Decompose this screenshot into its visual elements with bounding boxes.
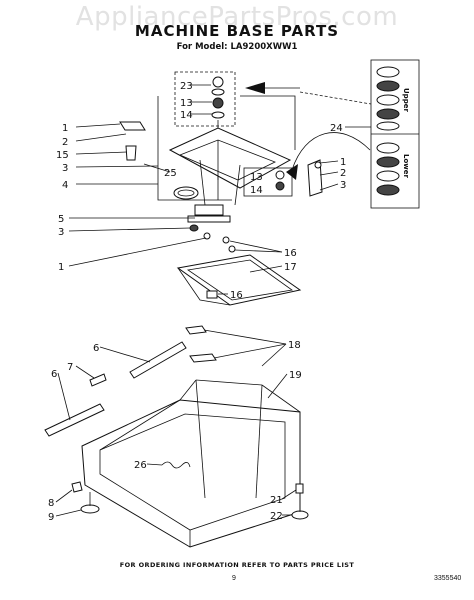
callout-17: 17 (284, 262, 297, 273)
callout-25: 25 (164, 168, 177, 179)
callout-2b: 2 (340, 168, 346, 179)
seal-inset-box (286, 59, 420, 209)
callout-22: 22 (270, 511, 283, 522)
inset-upper-label: Upper (402, 88, 410, 112)
callout-7: 7 (67, 362, 73, 373)
callout-13: 13 (180, 98, 193, 109)
callout-3b: 3 (340, 180, 346, 191)
bearing-box-top (174, 71, 300, 127)
callout-21: 21 (270, 495, 283, 506)
callout-23: 23 (180, 81, 193, 92)
page-title: MACHINE BASE PARTS (134, 22, 340, 40)
transmission-assembly (119, 95, 323, 240)
callout-14b: 14 (250, 185, 263, 196)
model-subtitle: For Model: LA9200XWW1 (176, 42, 298, 52)
callout-2: 2 (62, 137, 68, 148)
callout-15: 15 (56, 150, 69, 161)
callout-5: 5 (58, 214, 64, 225)
callout-8: 8 (48, 498, 54, 509)
callout-9: 9 (48, 512, 54, 523)
callout-1: 1 (62, 123, 68, 134)
page-number: 9 (232, 575, 236, 582)
callout-18: 18 (288, 340, 301, 351)
callout-1c: 1 (58, 262, 64, 273)
callout-14: 14 (180, 110, 193, 121)
callout-26: 26 (134, 460, 147, 471)
machine-base-frame (44, 325, 309, 548)
callout-3c: 3 (58, 227, 64, 238)
ordering-info-footer: FOR ORDERING INFORMATION REFER TO PARTS … (119, 561, 355, 569)
callout-13b: 13 (250, 172, 263, 183)
callout-labels: 23 13 14 24 1 2 15 3 4 25 13 14 1 2 3 5 … (48, 81, 346, 523)
callout-1b: 1 (340, 157, 346, 168)
callout-24: 24 (330, 123, 343, 134)
suspension-platform (176, 236, 302, 306)
document-number: 3355540 (434, 575, 462, 582)
callout-16b: 16 (230, 290, 243, 301)
callout-6: 6 (93, 343, 99, 354)
callout-16: 16 (284, 248, 297, 259)
callout-19: 19 (289, 370, 302, 381)
leader-lines (55, 123, 339, 517)
callout-6b: 6 (51, 369, 57, 380)
inset-lower-label: Lower (402, 154, 410, 178)
callout-3: 3 (62, 163, 68, 174)
watermark-text: AppliancePartsPros.com (75, 2, 399, 32)
callout-4: 4 (62, 180, 68, 191)
